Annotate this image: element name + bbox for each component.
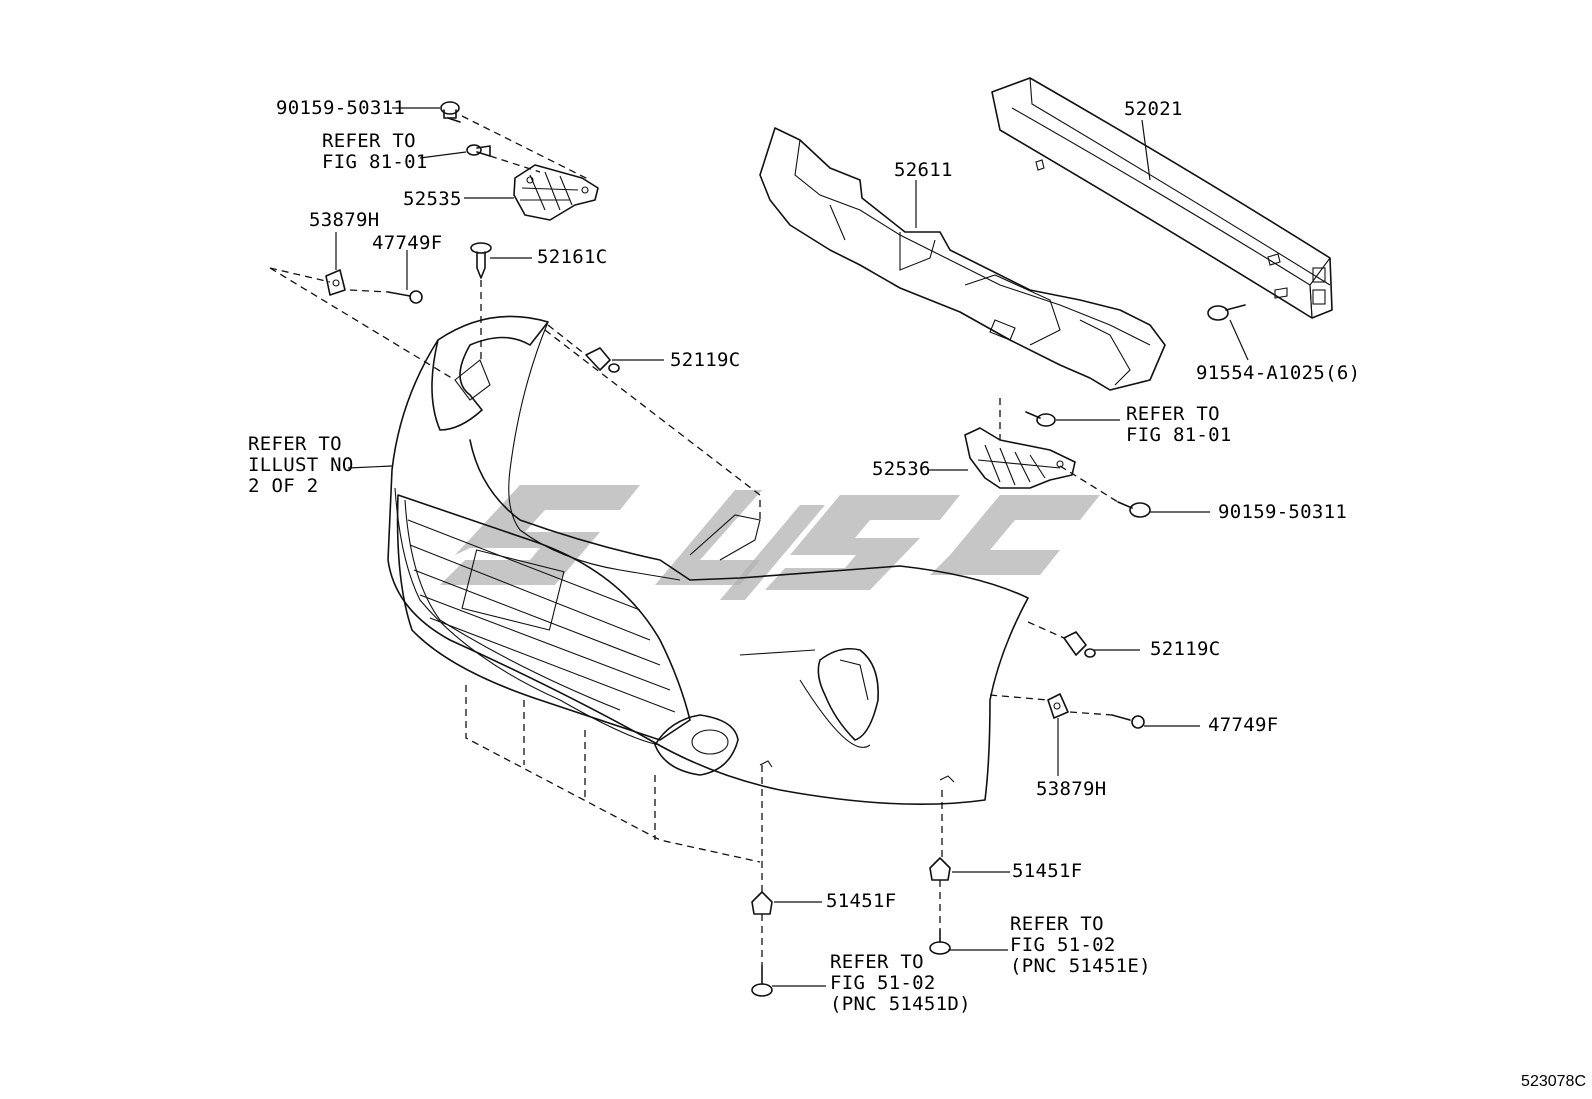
assembly-dashed-lines bbox=[269, 115, 1119, 966]
nut-53879H-left bbox=[325, 269, 346, 296]
label-52536: 52536 bbox=[872, 458, 931, 480]
label-51451F-right: 51451F bbox=[1012, 860, 1083, 882]
bracket-52536 bbox=[964, 427, 1076, 489]
label-52119C-right: 52119C bbox=[1150, 638, 1221, 660]
clip-52119C-right bbox=[1063, 631, 1096, 658]
label-53879H-left: 53879H bbox=[309, 209, 380, 231]
bolt-91554 bbox=[1207, 304, 1246, 321]
screw-47749F-left bbox=[387, 290, 423, 304]
bolt-90159-right bbox=[1117, 501, 1151, 518]
label-91554-A1025: 91554-A1025(6) bbox=[1196, 362, 1361, 384]
label-52611: 52611 bbox=[894, 159, 953, 181]
screw-47749F-right bbox=[1111, 714, 1145, 729]
label-47749F-left: 47749F bbox=[372, 232, 443, 254]
leader-lines bbox=[335, 107, 1249, 987]
watermark-logo bbox=[440, 485, 1100, 600]
bolt-refer-51-e bbox=[929, 929, 951, 955]
bolt-refer-51-d bbox=[751, 965, 773, 997]
label-51451F-left: 51451F bbox=[826, 890, 897, 912]
energy-absorber-52611 bbox=[759, 127, 1166, 391]
label-refer-fig-81-01-top: REFER TO FIG 81-01 bbox=[322, 130, 428, 173]
figure-id: 523078C bbox=[1521, 1073, 1586, 1090]
label-refer-fig-51-02-e: REFER TO FIG 51-02 (PNC 51451E) bbox=[1010, 913, 1151, 977]
label-90159-50311-top: 90159-50311 bbox=[276, 97, 406, 119]
bracket-52535 bbox=[513, 164, 599, 221]
label-52535: 52535 bbox=[403, 188, 462, 210]
bumper-reinforcement-52021 bbox=[991, 77, 1333, 319]
label-refer-fig-51-02-d: REFER TO FIG 51-02 (PNC 51451D) bbox=[830, 951, 971, 1015]
label-52161C: 52161C bbox=[537, 246, 608, 268]
label-refer-fig-81-01-right: REFER TO FIG 81-01 bbox=[1126, 403, 1232, 446]
label-52021: 52021 bbox=[1124, 98, 1183, 120]
label-refer-illust-no-2: REFER TO ILLUST NO 2 OF 2 bbox=[248, 433, 354, 497]
front-bumper-cover bbox=[387, 315, 1029, 806]
nut-53879H-right bbox=[1047, 693, 1069, 719]
bolt-refer-81-right bbox=[1025, 411, 1056, 427]
label-52119C-top: 52119C bbox=[670, 349, 741, 371]
clip-51451F-right bbox=[929, 857, 951, 881]
bolt-refer-81-top bbox=[466, 144, 491, 157]
clip-52161C bbox=[470, 242, 492, 279]
label-47749F-right: 47749F bbox=[1208, 714, 1279, 736]
fasteners bbox=[325, 101, 1246, 997]
bolt-90159-top bbox=[440, 101, 461, 123]
label-53879H-right: 53879H bbox=[1036, 778, 1107, 800]
clip-51451F-left bbox=[751, 891, 773, 915]
clip-52119C-top bbox=[585, 347, 620, 373]
label-90159-50311-right: 90159-50311 bbox=[1218, 501, 1348, 523]
